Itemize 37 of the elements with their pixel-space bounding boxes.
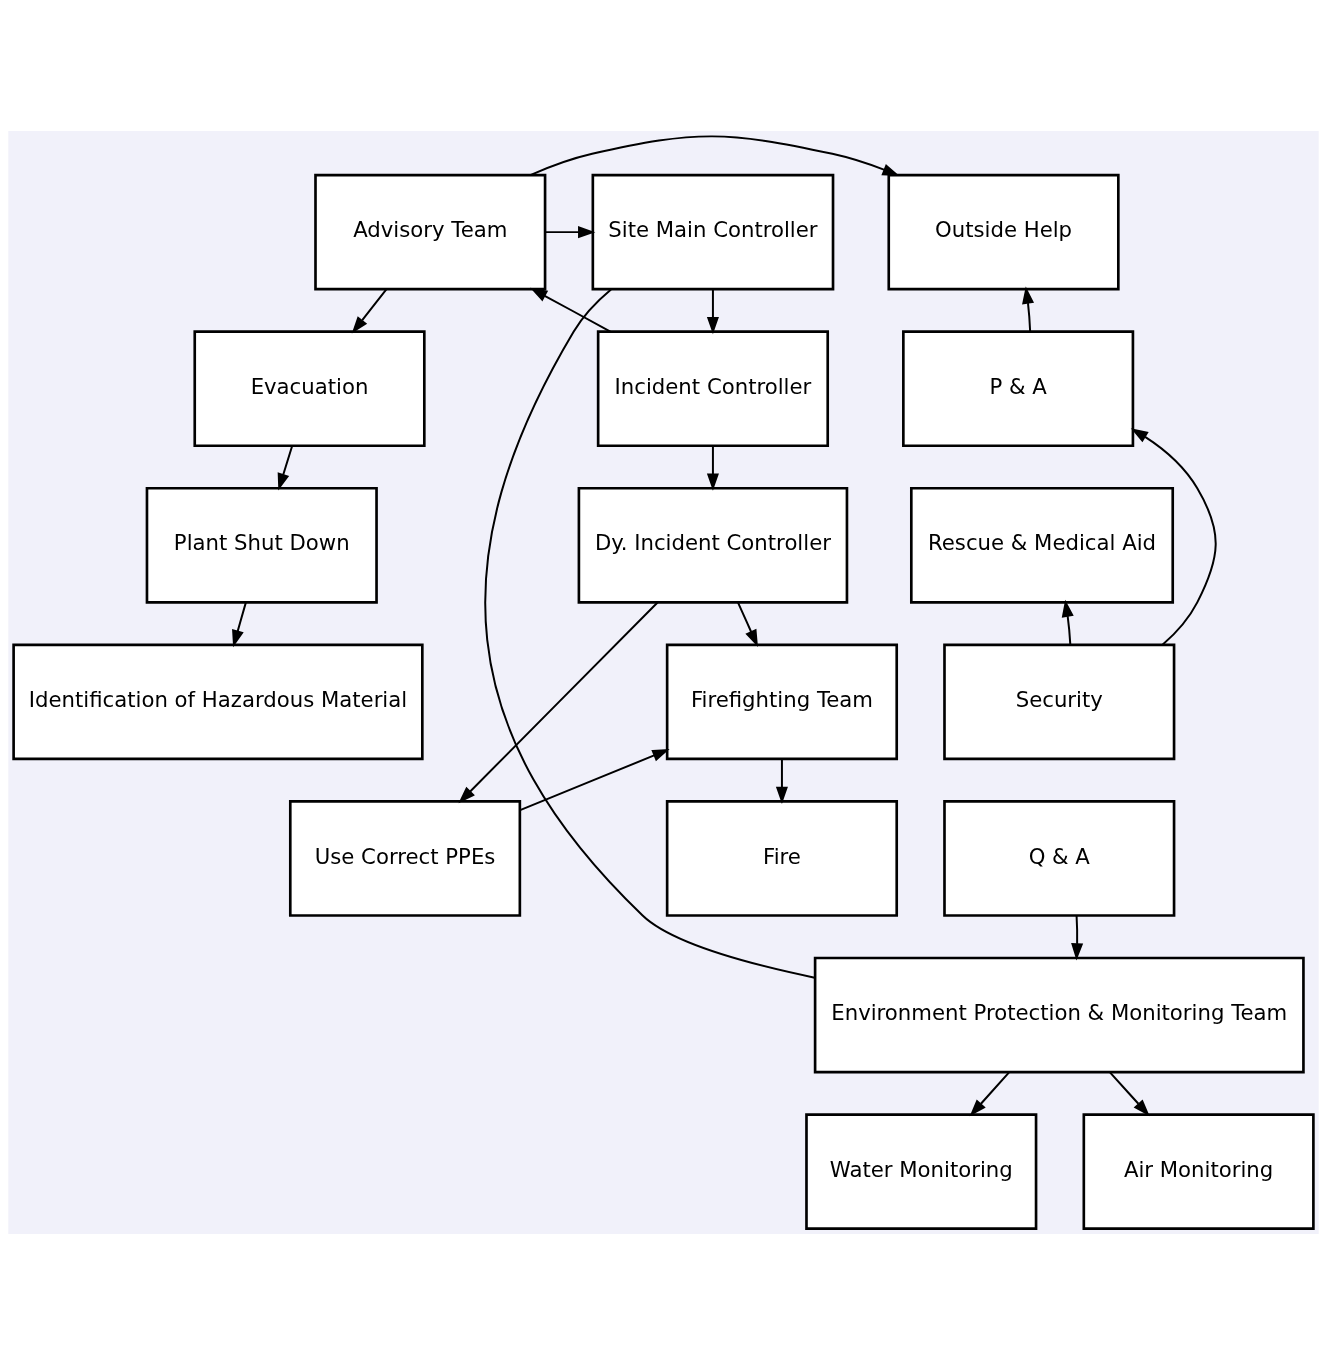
arrow bbox=[1071, 914, 1084, 961]
arrow bbox=[529, 135, 900, 177]
arrow bbox=[706, 445, 719, 491]
arrow bbox=[1130, 428, 1217, 646]
node-box: Identification of Hazardous Material bbox=[12, 643, 424, 761]
node-box: Air Monitoring bbox=[1082, 1113, 1315, 1230]
arrow bbox=[544, 226, 596, 239]
arrow bbox=[1108, 1071, 1150, 1117]
node-box: Security bbox=[943, 643, 1176, 761]
node-box: Evacuation bbox=[193, 330, 426, 448]
arrow bbox=[969, 1071, 1011, 1117]
node-box: Environment Protection & Monitoring Team bbox=[813, 956, 1305, 1074]
node-box: Use Correct PPEs bbox=[288, 800, 522, 917]
arrow bbox=[458, 601, 659, 804]
arrow bbox=[519, 749, 670, 812]
arrow bbox=[277, 445, 294, 491]
arrow bbox=[706, 288, 719, 335]
node-box: Plant Shut Down bbox=[145, 486, 378, 604]
node-box: Water Monitoring bbox=[805, 1113, 1038, 1230]
arrow bbox=[232, 601, 247, 648]
node-box: Firefighting Team bbox=[665, 643, 899, 761]
node-box: Q & A bbox=[943, 800, 1176, 917]
arrow bbox=[1022, 286, 1035, 333]
node-box: Advisory Team bbox=[314, 173, 547, 291]
connector bbox=[484, 288, 816, 979]
arrow bbox=[737, 601, 758, 648]
node-box: P & A bbox=[902, 330, 1135, 448]
node-box: Rescue & Medical Aid bbox=[910, 486, 1175, 604]
arrow bbox=[351, 288, 388, 334]
arrow bbox=[775, 758, 788, 804]
node-box: Outside Help bbox=[887, 173, 1120, 291]
node-box: Dy. Incident Controller bbox=[577, 486, 849, 604]
arrow bbox=[530, 287, 612, 333]
arrow bbox=[1061, 599, 1074, 646]
node-box: Site Main Controller bbox=[591, 173, 835, 291]
node-box: Incident Controller bbox=[596, 330, 830, 448]
node-box: Fire bbox=[665, 800, 899, 917]
